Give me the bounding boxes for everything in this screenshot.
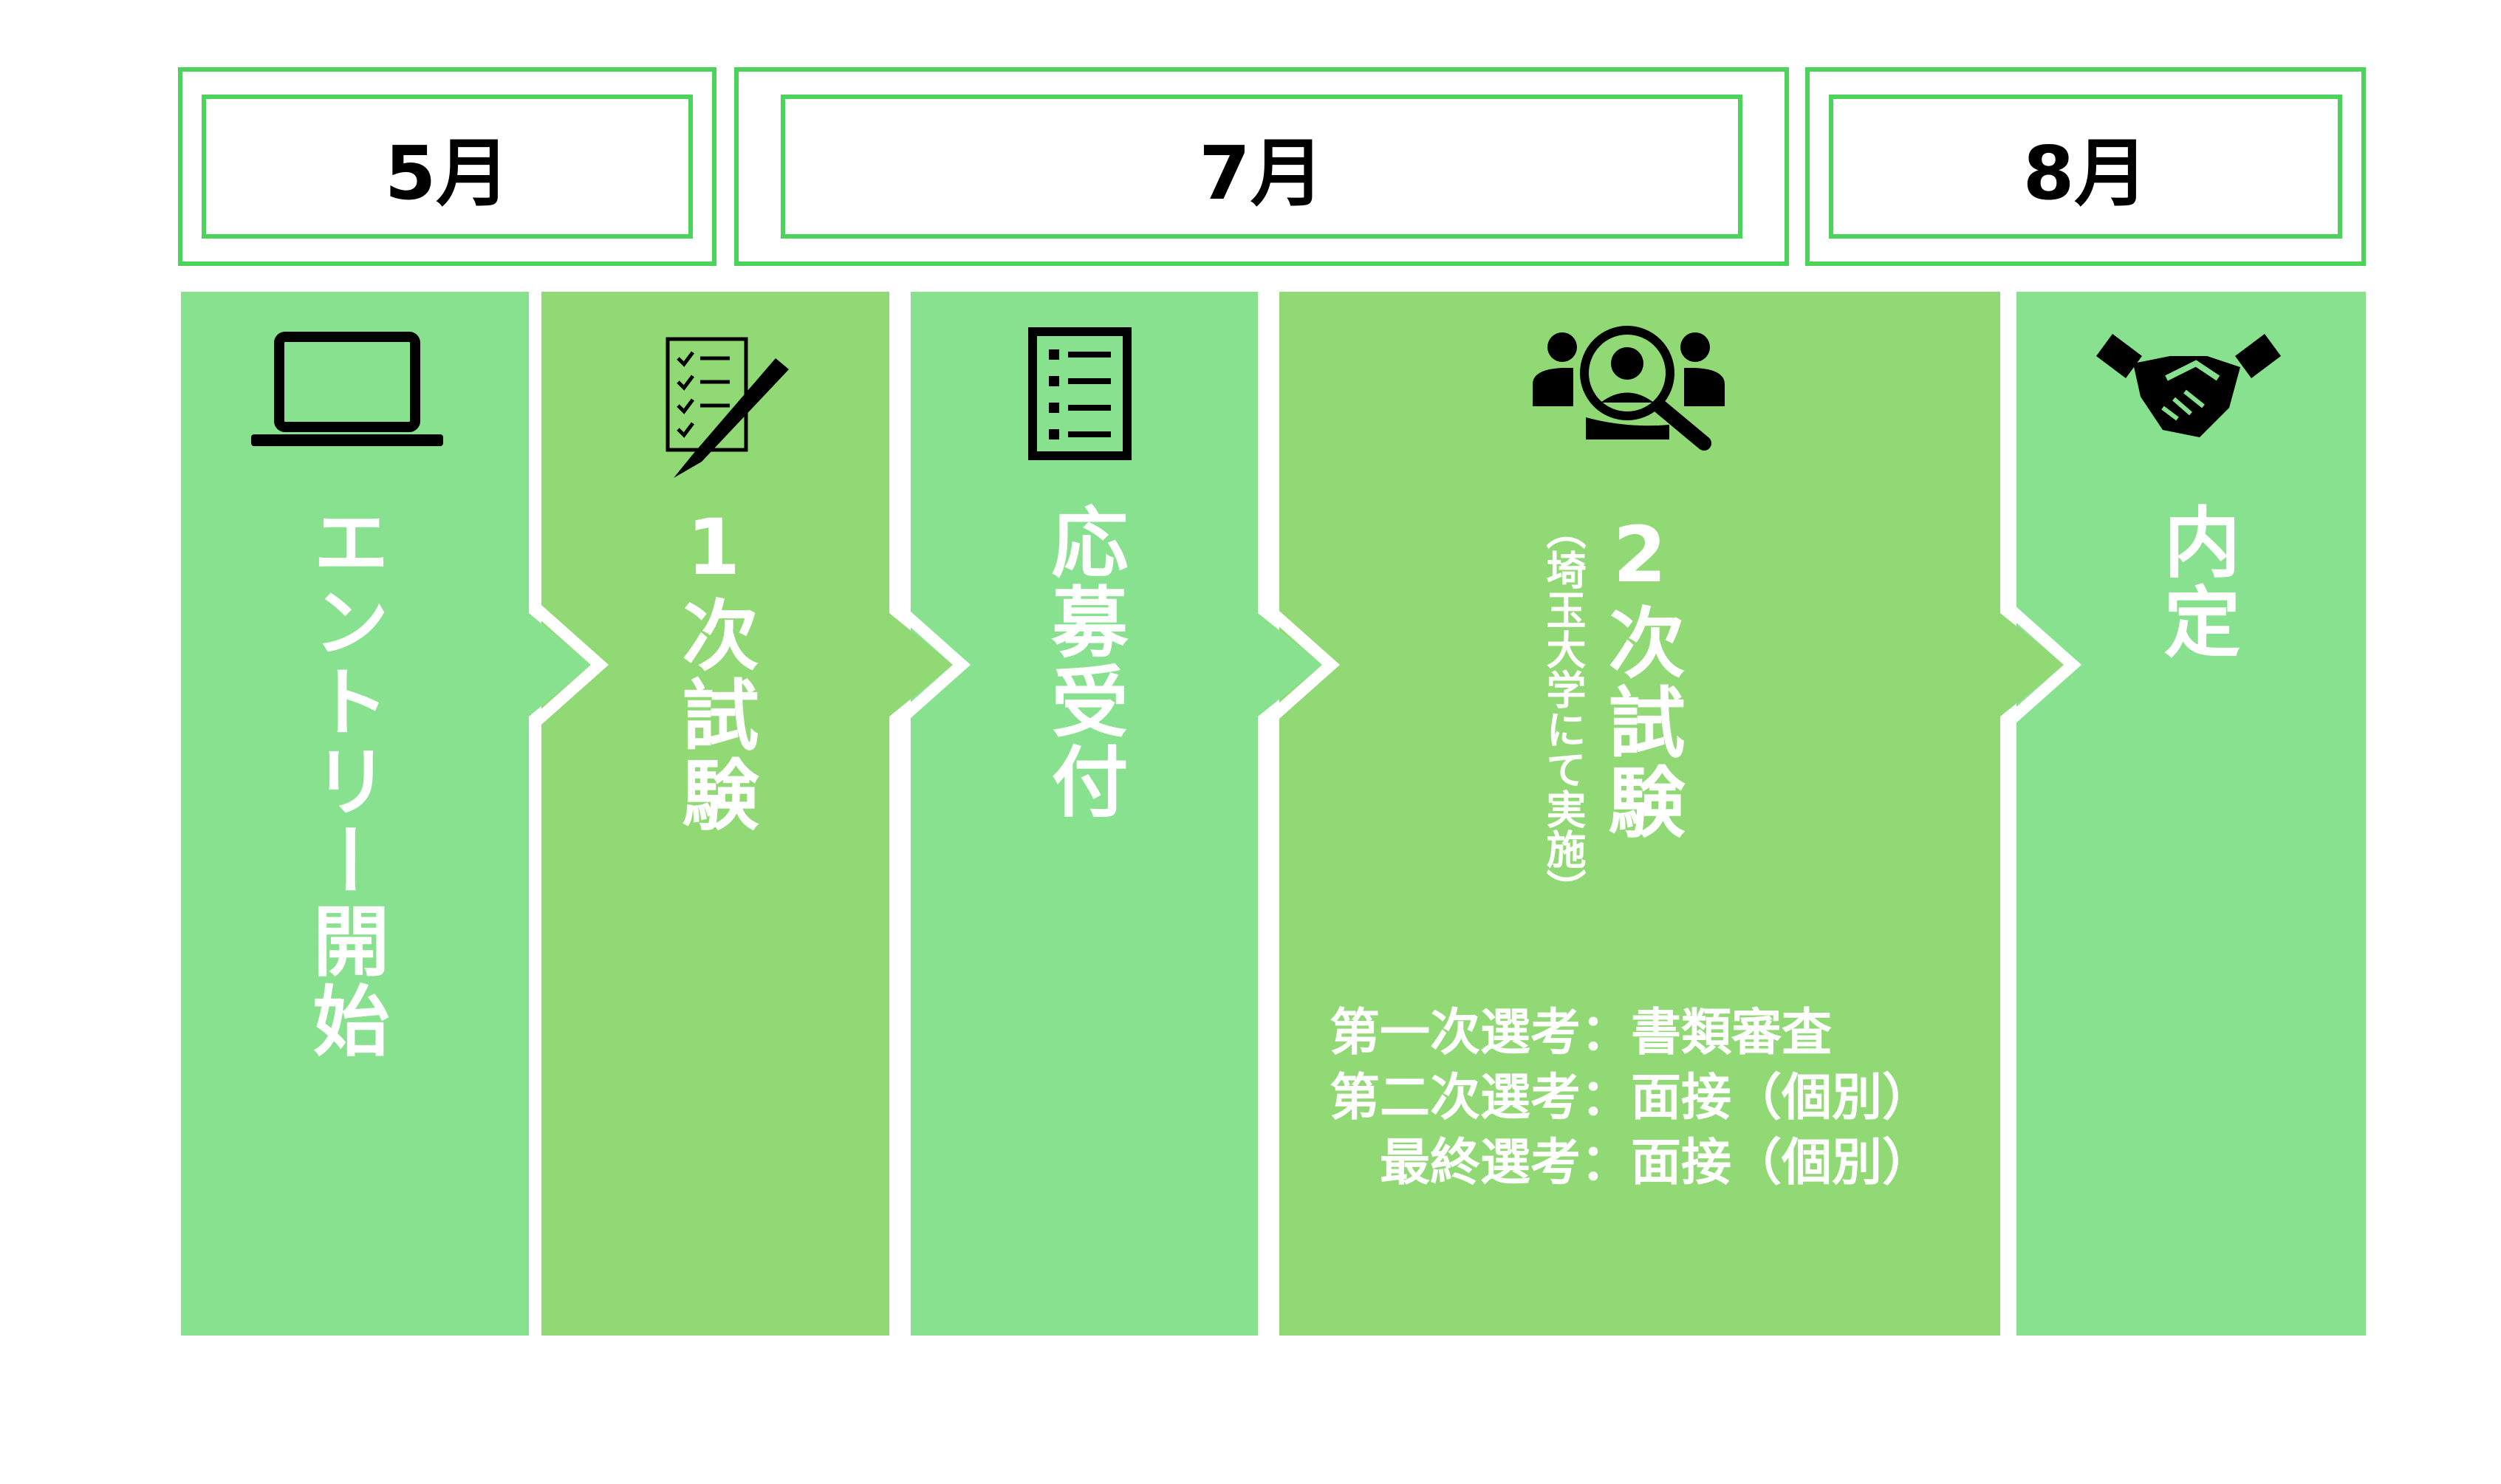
step-label-first-exam: 1次試験 bbox=[668, 502, 759, 835]
step-label-offer: 内定 bbox=[2150, 502, 2240, 662]
note-line: 最終選考：面接（個別） bbox=[1330, 1134, 1933, 1192]
month-label-july: 7月 bbox=[781, 95, 1742, 239]
arrow-4 bbox=[2000, 601, 2082, 728]
month-box-august bbox=[1805, 67, 2366, 266]
list-document-icon bbox=[1028, 327, 1132, 460]
step-application bbox=[911, 292, 1258, 1336]
people-search-icon bbox=[1533, 326, 1725, 451]
arrow-3 bbox=[1258, 601, 1341, 728]
step-entry bbox=[181, 292, 529, 1336]
month-label-august: 8月 bbox=[1829, 95, 2342, 239]
month-box-may bbox=[178, 67, 716, 266]
note-line: 第二次選考：面接（個別） bbox=[1330, 1069, 1933, 1127]
arrow-1 bbox=[529, 601, 609, 728]
selection-notes: 第一次選考：書類審査 第二次選考：面接（個別） 最終選考：面接（個別） bbox=[1330, 1001, 1932, 1196]
handshake-icon bbox=[2096, 334, 2281, 437]
step-offer bbox=[2016, 292, 2366, 1336]
step-label-application: 応募受付 bbox=[1038, 502, 1128, 821]
step-sublabel-second-exam: （埼玉大学にて実施） bbox=[1539, 510, 1586, 909]
step-first-exam bbox=[541, 292, 889, 1336]
step-second-exam bbox=[1279, 292, 2000, 1336]
month-box-july bbox=[734, 67, 1789, 266]
step-label-entry: エントリー開始 bbox=[299, 502, 389, 1061]
month-label-may: 5月 bbox=[202, 95, 693, 239]
note-line: 第一次選考：書類審査 bbox=[1330, 1004, 1833, 1062]
laptop-icon bbox=[251, 332, 443, 446]
checklist-pen-icon bbox=[666, 337, 789, 478]
arrow-2 bbox=[889, 601, 971, 728]
step-label-second-exam: 2次試験 bbox=[1595, 510, 1685, 842]
